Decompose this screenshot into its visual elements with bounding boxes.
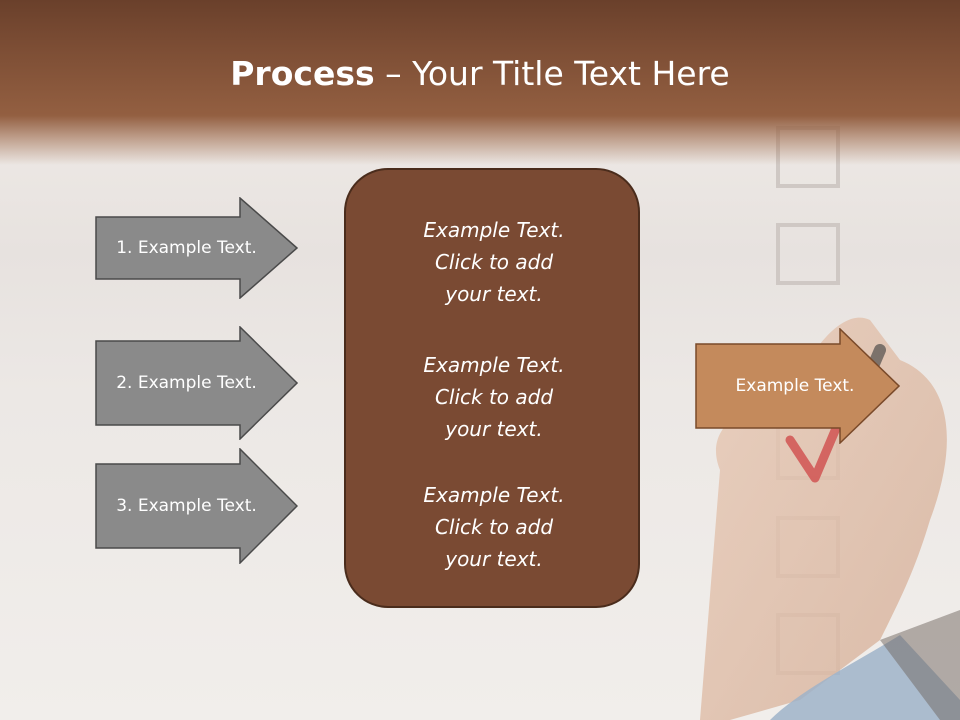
arrow-shape-icon (695, 328, 900, 444)
step-2-label: 2. Example Text. (116, 373, 257, 393)
process-step-arrow-1[interactable]: 1. Example Text. (95, 197, 298, 299)
checkbox-icon (776, 223, 840, 285)
text-line: Click to add (434, 250, 554, 274)
text-line: your text. (445, 282, 543, 306)
text-line: Click to add (434, 515, 554, 539)
text-line: Click to add (434, 385, 554, 409)
arrow-shape-icon (95, 448, 298, 564)
center-text-block-2: Example Text. Click to add your text. (346, 349, 642, 445)
slide-title[interactable]: Process – Your Title Text Here (0, 52, 960, 96)
text-line: Example Text. (423, 218, 565, 242)
title-banner (0, 0, 960, 165)
title-rest: – Your Title Text Here (374, 54, 730, 93)
process-step-arrow-2[interactable]: 2. Example Text. (95, 326, 298, 440)
step-3-label: 3. Example Text. (116, 496, 257, 516)
center-text-block-3: Example Text. Click to add your text. (346, 479, 642, 575)
arrow-shape-icon (95, 197, 298, 299)
arrow-shape-icon (95, 326, 298, 440)
result-arrow[interactable]: Example Text. (695, 328, 900, 444)
text-line: Example Text. (423, 353, 565, 377)
text-line: your text. (445, 417, 543, 441)
step-1-label: 1. Example Text. (116, 238, 257, 258)
center-text-box[interactable]: Example Text. Click to add your text. Ex… (344, 168, 640, 608)
text-line: your text. (445, 547, 543, 571)
title-bold: Process (230, 54, 375, 93)
text-line: Example Text. (423, 483, 565, 507)
center-text-block-1: Example Text. Click to add your text. (346, 214, 642, 310)
process-step-arrow-3[interactable]: 3. Example Text. (95, 448, 298, 564)
result-label: Example Text. (735, 376, 855, 396)
